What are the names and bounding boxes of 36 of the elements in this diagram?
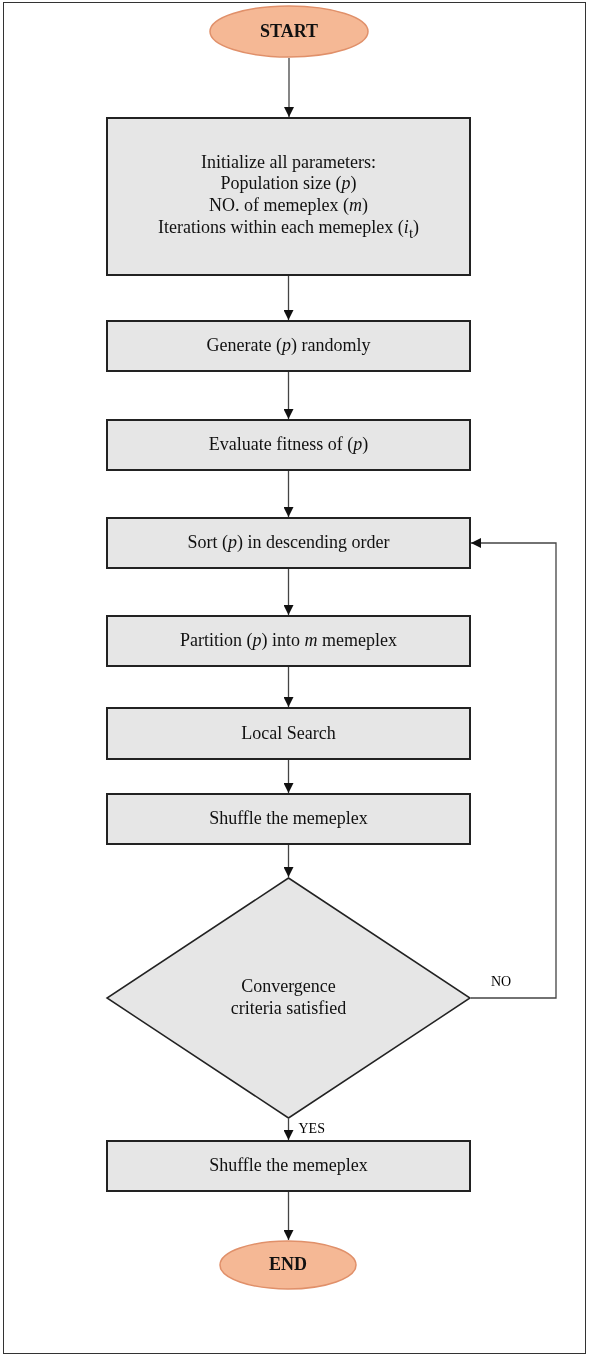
terminal-ellipse (209, 5, 369, 58)
decision-text: Convergence criteria satisfied (229, 976, 348, 1020)
step-text: Sort (p) in descending order (187, 532, 390, 554)
step-text: Initialize all parameters: (201, 151, 376, 174)
arrow (284, 57, 294, 118)
step-text: Population size (p) (220, 173, 357, 195)
arrow (283, 666, 294, 708)
step-text: NO. of memeplex (m) (209, 195, 368, 217)
process-box (106, 615, 471, 667)
process-box (106, 1140, 471, 1192)
decision-diamond (106, 877, 471, 1119)
process-box (106, 517, 471, 569)
terminal-label: END (269, 1254, 307, 1276)
arrow (283, 1191, 294, 1241)
arrow (283, 568, 294, 616)
process-box (106, 419, 471, 471)
arrow (470, 538, 557, 999)
process-box (106, 707, 471, 760)
arrow (283, 1118, 294, 1141)
process-box (106, 117, 471, 276)
process-box (106, 793, 471, 845)
arrow (283, 470, 294, 518)
arrow (283, 759, 294, 794)
step-text: Shuffle the memeplex (209, 808, 368, 830)
step-text: Shuffle the memeplex (209, 1155, 368, 1177)
step-text: Evaluate fitness of (p) (208, 434, 369, 456)
terminal-label: START (259, 20, 319, 43)
step-text: Iterations within each memeplex (i$_{t}$) (157, 216, 420, 242)
arrow (283, 844, 294, 878)
arrow (283, 275, 294, 321)
step-text: Partition (p) into m memeplex (180, 630, 397, 652)
arrow (283, 371, 294, 420)
process-box (106, 320, 471, 372)
terminal-ellipse (219, 1240, 357, 1290)
step-text: Local Search (241, 722, 336, 745)
step-text: Generate (p) randomly (206, 335, 371, 357)
